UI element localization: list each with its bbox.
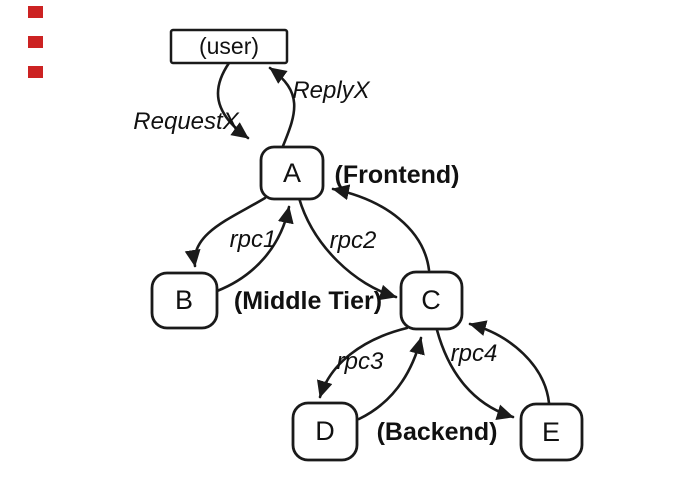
edge-rpc2-a-to-c [297, 196, 398, 301]
tier-label-frontend: (Frontend) [335, 161, 460, 189]
node-b-label: B [175, 285, 193, 315]
node-user-label: (user) [199, 33, 259, 59]
edge-rpc1-a-to-b [184, 196, 267, 268]
red-square-marker-1 [28, 6, 43, 18]
edge-label-rpc2: rpc2 [330, 227, 377, 254]
edge-label-requestx: RequestX [133, 108, 239, 135]
node-a-label: A [283, 158, 301, 188]
edge-requestx-user-to-a [216, 61, 250, 140]
edge-rpc4-c-to-e [435, 328, 515, 420]
red-square-marker-2 [28, 36, 43, 48]
node-b-box [150, 271, 219, 330]
edge-label-replyx: ReplyX [292, 77, 370, 104]
node-c-box [399, 270, 464, 331]
tier-label-backend: (Backend) [377, 418, 498, 446]
edge-rpc1-b-to-a [215, 205, 294, 293]
edge-label-rpc1: rpc1 [230, 226, 277, 253]
node-a-box [259, 145, 325, 201]
node-c-label: C [421, 285, 441, 315]
tier-label-middle-tier: (Middle Tier) [234, 287, 382, 315]
node-e-label: E [542, 417, 560, 447]
node-e-box [519, 402, 584, 462]
edge-rpc2-c-to-a [331, 184, 431, 272]
edge-rpc4-e-to-c [468, 320, 551, 405]
edge-replyx-a-to-user [268, 66, 296, 148]
node-user-box [169, 28, 289, 65]
edge-rpc3-d-to-c [357, 336, 425, 421]
edge-label-rpc4: rpc4 [451, 340, 498, 367]
red-square-marker-3 [28, 66, 43, 78]
node-d-box [291, 401, 359, 462]
edge-label-rpc3: rpc3 [337, 348, 384, 375]
node-d-label: D [315, 416, 335, 446]
edge-rpc3-c-to-d [316, 326, 409, 399]
